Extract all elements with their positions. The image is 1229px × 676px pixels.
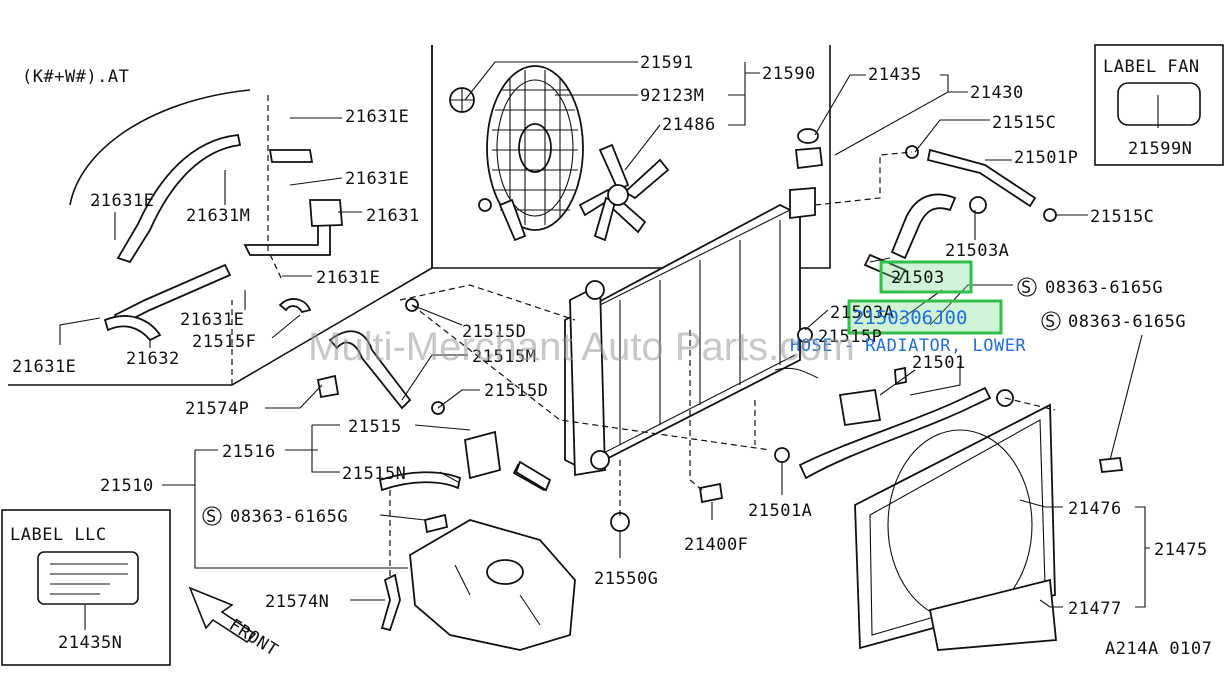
part-label-21501[interactable]: 21501 [912,353,966,373]
part-label-21515C-top[interactable]: 21515C [992,113,1056,133]
part-label-21574P[interactable]: 21574P [185,399,249,419]
leader-lines [59,61,1159,630]
left-hoses-drawing [69,89,343,342]
part-label-21503[interactable]: 21503 [891,268,945,288]
part-label-21475[interactable]: 21475 [1154,540,1208,560]
highlight-oem-number[interactable]: 2150306J00 [853,307,967,329]
part-label-21515C-right[interactable]: 21515C [1090,207,1154,227]
washer-s-icon-b: S [1045,312,1056,332]
diagram-code: A214A 0107 [1105,639,1212,659]
label-llc-box [1,509,171,666]
part-label-21430[interactable]: 21430 [970,83,1024,103]
part-label-21435[interactable]: 21435 [868,65,922,85]
part-label-21631E-3[interactable]: 21631E [90,191,154,211]
label-fan-title: LABEL FAN [1103,57,1200,77]
watermark: Multi-Merchant Auto Parts.com [308,325,855,369]
part-label-21631E-1[interactable]: 21631E [345,107,409,127]
part-label-21515D-a[interactable]: 21515D [462,322,526,342]
part-label-21631E-6[interactable]: 21631E [12,357,76,377]
part-label-21476[interactable]: 21476 [1068,499,1122,519]
part-label-21632[interactable]: 21632 [126,349,180,369]
fan-blade-drawing [578,143,670,242]
reservoir-tank-drawing [409,430,576,651]
part-label-21515F[interactable]: 21515F [192,332,256,352]
part-label-21599N[interactable]: 21599N [1128,139,1192,159]
highlight-description: HOSE - RADIATOR, LOWER [790,336,1026,356]
washer-s-icons [202,277,1061,526]
washer-s-icon-c: S [206,507,217,527]
label-llc-title: LABEL LLC [10,525,107,545]
dashed-routing-lines [97,95,1056,580]
washer-s-icon-a: S [1021,278,1032,298]
label-fan-box [1094,44,1224,166]
part-label-21631M[interactable]: 21631M [186,206,250,226]
part-label-21400F[interactable]: 21400F [684,535,748,555]
part-label-21486[interactable]: 21486 [662,115,716,135]
part-label-21501A[interactable]: 21501A [748,501,812,521]
fan-shroud-drawing [854,403,1057,651]
part-label-21510[interactable]: 21510 [100,476,154,496]
part-label-08363-a[interactable]: 08363-6165G [1045,278,1163,298]
part-label-21591[interactable]: 21591 [640,53,694,73]
label-fan-graphic [1117,82,1201,126]
part-label-21631E-5[interactable]: 21631E [180,310,244,330]
part-label-08363-c[interactable]: 08363-6165G [230,507,348,527]
part-label-21631[interactable]: 21631 [366,206,420,226]
highlight-part-box[interactable] [879,260,973,294]
part-label-21503A-upper[interactable]: 21503A [945,241,1009,261]
part-label-21631E-4[interactable]: 21631E [316,268,380,288]
part-label-21515[interactable]: 21515 [348,417,402,437]
part-label-21503A-lower[interactable]: 21503A [830,303,894,323]
part-label-21516[interactable]: 21516 [222,442,276,462]
part-label-21477[interactable]: 21477 [1068,599,1122,619]
radiator-drawing [564,128,823,477]
part-label-21435N[interactable]: 21435N [58,633,122,653]
header-note: (K#+W#).AT [22,67,129,87]
part-label-21515M[interactable]: 21515M [472,347,536,367]
part-label-21501P[interactable]: 21501P [1014,148,1078,168]
front-label: FRONT [225,615,281,660]
part-label-92123M[interactable]: 92123M [640,86,704,106]
part-label-21515P[interactable]: 21515P [818,327,882,347]
highlight-oem-box[interactable] [847,299,1003,335]
part-label-21631E-2[interactable]: 21631E [345,169,409,189]
fan-group-frame [431,45,831,269]
part-label-21590[interactable]: 21590 [762,64,816,84]
fan-motor-drawing [449,65,584,242]
part-label-21515N[interactable]: 21515N [342,464,406,484]
label-llc-graphic [37,551,139,605]
part-label-08363-b[interactable]: 08363-6165G [1068,312,1186,332]
part-label-21515D-b[interactable]: 21515D [484,381,548,401]
part-label-21550G[interactable]: 21550G [594,569,658,589]
part-label-21574N[interactable]: 21574N [265,592,329,612]
middle-hoses-drawing [316,148,1037,492]
front-arrow-icon [188,586,257,644]
